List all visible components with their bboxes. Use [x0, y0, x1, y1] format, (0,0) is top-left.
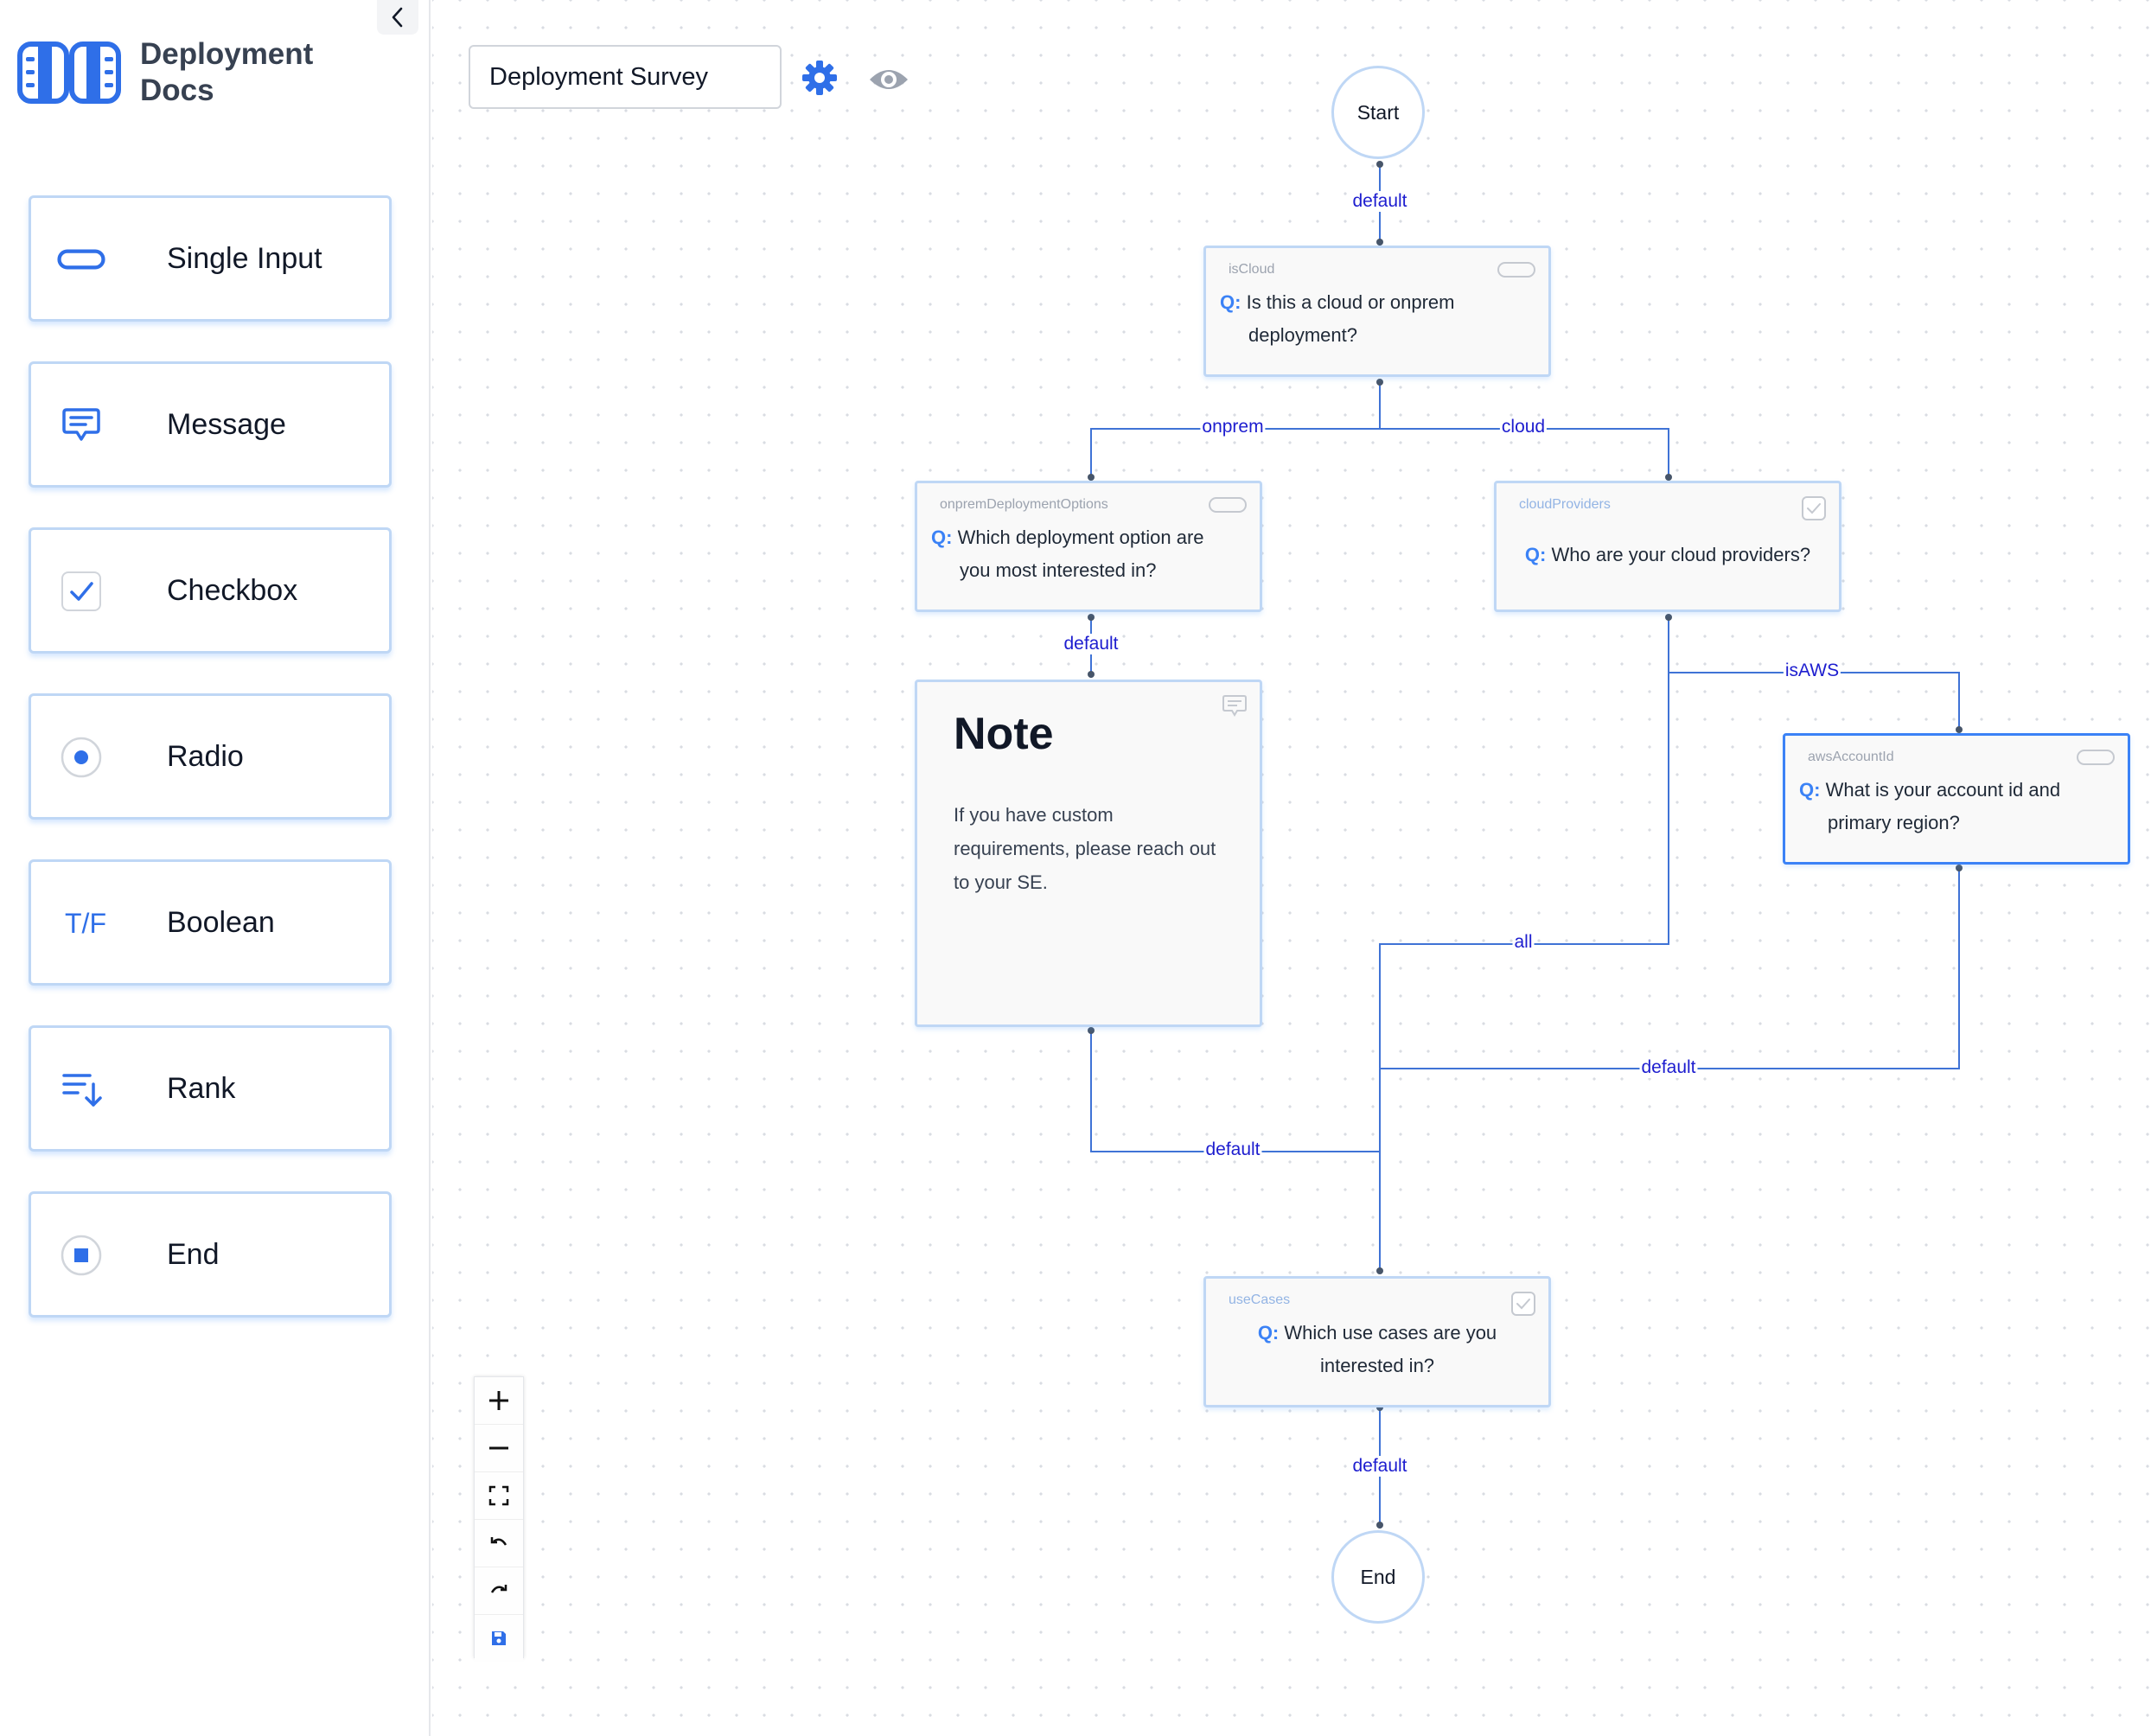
survey-name-input[interactable]: Deployment Survey — [469, 45, 782, 109]
checkbox-icon — [57, 567, 105, 616]
start-node-label: Start — [1356, 100, 1400, 124]
single-input-icon — [1497, 262, 1535, 278]
edge-label-note-default[interactable]: default — [1203, 1139, 1262, 1160]
question-text-line1: Which use cases are you — [1284, 1322, 1497, 1343]
end-icon — [57, 1231, 105, 1280]
end-node[interactable]: End — [1331, 1530, 1425, 1624]
edge-label-aws-default[interactable]: default — [1639, 1057, 1698, 1078]
palette-item-single-input[interactable]: Single Input — [29, 195, 392, 322]
question-text-line1: What is your account id and — [1825, 779, 2061, 801]
palette-item-label: End — [167, 1238, 220, 1271]
palette-item-label: Boolean — [167, 906, 275, 939]
question-prefix: Q: — [1257, 1322, 1280, 1343]
node-id: isCloud — [1229, 262, 1275, 277]
question-node-onprem-deployment-options[interactable]: onpremDeploymentOptions Q: Which deploym… — [915, 481, 1262, 612]
edge-label-all[interactable]: all — [1512, 932, 1535, 953]
plus-icon — [489, 1391, 508, 1410]
eye-icon[interactable] — [868, 62, 910, 97]
question-text-line1: Who are your cloud providers? — [1551, 544, 1811, 565]
question-node-cloud-providers[interactable]: cloudProviders Q: Who are your cloud pro… — [1494, 481, 1841, 612]
redo-button[interactable] — [475, 1567, 523, 1615]
node-id: cloudProviders — [1519, 497, 1611, 512]
question-text-line1: Which deployment option are — [957, 527, 1204, 548]
single-input-icon — [57, 235, 105, 284]
save-button[interactable] — [475, 1615, 523, 1662]
edge-label-start-default[interactable]: default — [1350, 191, 1409, 212]
rank-icon — [57, 1065, 105, 1114]
question-prefix: Q: — [1799, 779, 1821, 801]
undo-icon — [490, 1537, 507, 1546]
question-text-line2: you most interested in? — [960, 559, 1157, 581]
edge-label-isaws[interactable]: isAWS — [1783, 661, 1841, 681]
fit-view-button[interactable] — [475, 1472, 523, 1520]
boolean-icon: T/F — [55, 899, 116, 948]
palette-item-boolean[interactable]: T/F Boolean — [29, 859, 392, 986]
end-node-label: End — [1360, 1565, 1396, 1588]
question-node-aws-account-id[interactable]: awsAccountId Q: What is your account id … — [1783, 733, 2130, 865]
question-node-use-cases[interactable]: useCases Q: Which use cases are you inte… — [1203, 1276, 1551, 1407]
zoom-in-button[interactable] — [475, 1377, 523, 1425]
collapse-sidebar-button[interactable] — [377, 0, 418, 35]
undo-button[interactable] — [475, 1520, 523, 1567]
palette-item-label: Single Input — [167, 242, 322, 275]
checkbox-icon — [1802, 496, 1826, 520]
palette-item-label: Radio — [167, 740, 244, 773]
edge-label-onprem[interactable]: onprem — [1200, 417, 1266, 437]
brand-name: Deployment Docs — [140, 36, 313, 109]
edge-label-usecases-default[interactable]: default — [1350, 1456, 1409, 1477]
edge-label-cloud[interactable]: cloud — [1499, 417, 1548, 437]
palette-item-radio[interactable]: Radio — [29, 693, 392, 820]
palette-item-label: Rank — [167, 1072, 236, 1105]
chevron-left-icon — [392, 7, 403, 28]
single-input-icon — [1209, 497, 1247, 513]
radio-icon — [57, 733, 105, 782]
edge-label-onprem-default[interactable]: default — [1062, 634, 1120, 654]
palette-item-rank[interactable]: Rank — [29, 1025, 392, 1152]
start-node[interactable]: Start — [1331, 66, 1425, 159]
zoom-out-button[interactable] — [475, 1425, 523, 1472]
node-id: onpremDeploymentOptions — [940, 497, 1108, 512]
question-prefix: Q: — [1524, 544, 1547, 565]
single-input-icon — [2077, 750, 2115, 765]
note-body-line3: to your SE. — [954, 871, 1048, 893]
boolean-icon-text: T/F — [65, 907, 106, 939]
logo-icon — [17, 41, 121, 104]
sidebar: Deployment Docs Single Input Message Che… — [0, 0, 431, 1736]
question-text-line2: deployment? — [1248, 324, 1357, 346]
brand-name-line2: Docs — [140, 73, 214, 107]
palette-item-label: Message — [167, 408, 286, 441]
save-icon — [492, 1631, 506, 1645]
question-prefix: Q: — [1220, 291, 1241, 313]
fit-view-icon — [488, 1485, 509, 1506]
node-id: useCases — [1229, 1292, 1291, 1307]
checkbox-icon — [1511, 1292, 1535, 1316]
note-body-line1: If you have custom — [954, 804, 1114, 826]
palette-item-message[interactable]: Message — [29, 361, 392, 488]
brand-name-line1: Deployment — [140, 37, 314, 71]
canvas-controls — [474, 1376, 524, 1662]
note-title: Note — [954, 709, 1054, 759]
message-icon — [1222, 695, 1247, 717]
note-body-line2: requirements, please reach out — [954, 838, 1216, 859]
message-icon — [57, 401, 105, 450]
question-text-line2: primary region? — [1828, 812, 1960, 833]
node-id: awsAccountId — [1808, 750, 1894, 764]
palette-item-end[interactable]: End — [29, 1191, 392, 1318]
question-node-iscloud[interactable]: isCloud Q: Is this a cloud or onprem dep… — [1203, 246, 1551, 377]
note-body: If you have custom requirements, please … — [954, 798, 1239, 899]
redo-icon — [490, 1585, 507, 1593]
palette-item-label: Checkbox — [167, 574, 298, 607]
message-node-note[interactable]: Note If you have custom requirements, pl… — [915, 680, 1262, 1027]
palette-item-checkbox[interactable]: Checkbox — [29, 527, 392, 654]
question-prefix: Q: — [931, 527, 953, 548]
question-text-line1: Is this a cloud or onprem — [1246, 291, 1455, 313]
minus-icon — [489, 1446, 508, 1450]
gear-icon[interactable] — [801, 59, 839, 97]
question-text-line2: interested in? — [1319, 1355, 1435, 1376]
